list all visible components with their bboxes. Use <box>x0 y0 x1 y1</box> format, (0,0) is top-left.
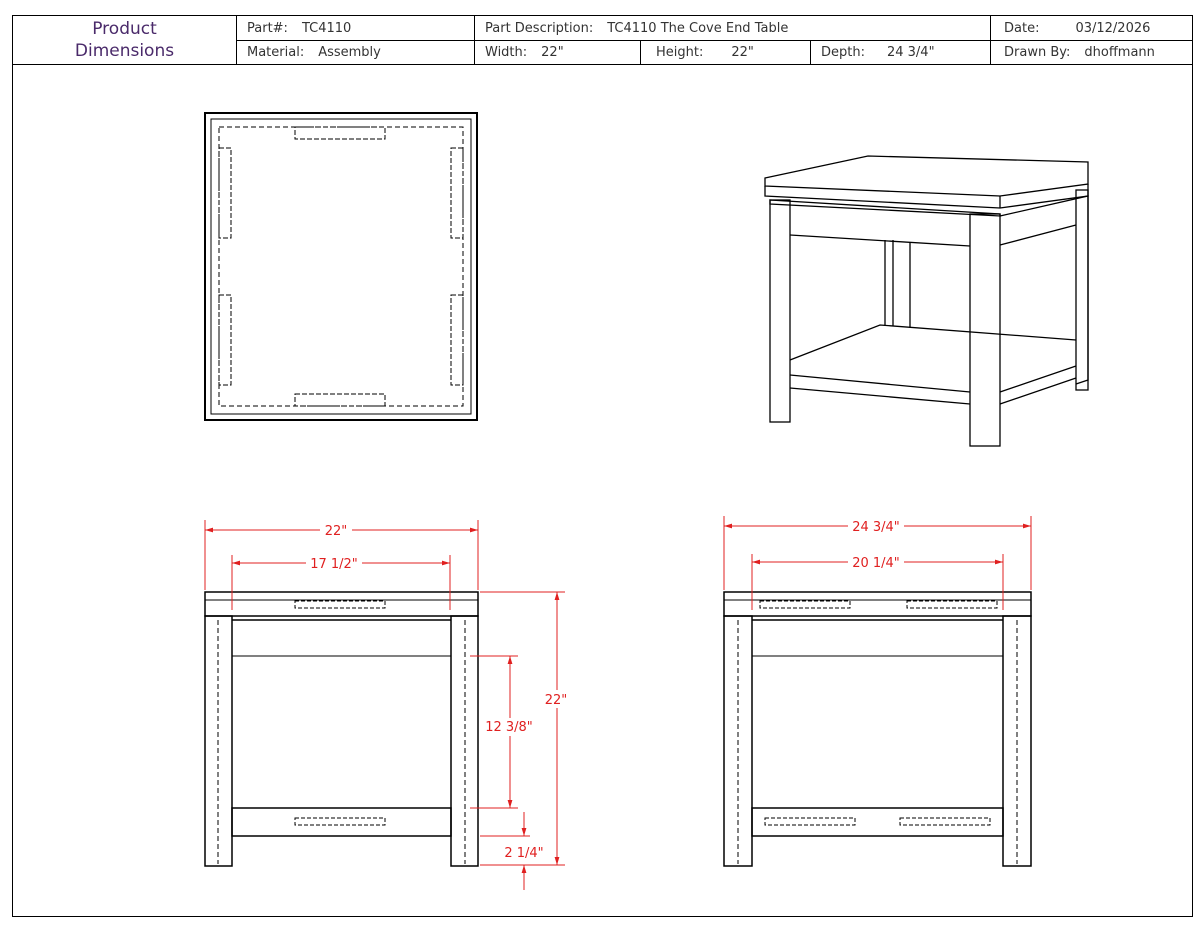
dim-front-overall-height: 22" <box>545 693 568 708</box>
dimension-labels: 22" 17 1/2" 22" 12 3/8" 2 1/4" 24 3/4" 2… <box>306 518 904 861</box>
depth-label: Depth: <box>821 45 865 60</box>
dimension-lines <box>204 516 1032 890</box>
dim-front-overall-width: 22" <box>325 524 348 539</box>
width-label: Width: <box>485 45 528 60</box>
drawn-by-cell: Drawn By: dhoffmann <box>990 40 1193 65</box>
material-value: Assembly <box>318 45 381 60</box>
description-value: TC4110 The Cove End Table <box>607 20 789 36</box>
drawn-by-label: Drawn By: <box>1004 45 1071 60</box>
title-line-2: Dimensions <box>74 41 175 61</box>
material-label: Material: <box>247 45 305 60</box>
isometric-view <box>764 155 1089 447</box>
width-value: 22" <box>541 45 564 60</box>
dim-front-leg-clearance: 2 1/4" <box>504 846 543 861</box>
depth-cell: Depth: 24 3/4" <box>810 40 991 65</box>
height-value: 22" <box>731 45 754 60</box>
dim-side-overall-depth: 24 3/4" <box>852 520 900 535</box>
front-view <box>204 591 479 867</box>
date-label: Date: <box>1004 20 1040 36</box>
depth-value: 24 3/4" <box>886 45 935 60</box>
part-value: TC4110 <box>301 20 352 36</box>
dim-front-inner-width: 17 1/2" <box>310 557 358 572</box>
description-label: Part Description: <box>485 20 594 36</box>
side-view <box>723 591 1032 867</box>
dim-front-opening-height: 12 3/8" <box>485 720 533 735</box>
width-cell: Width: 22" <box>474 40 641 65</box>
height-label: Height: <box>656 45 704 60</box>
date-value: 03/12/2026 <box>1075 20 1151 36</box>
top-view <box>204 112 478 421</box>
title-line-1: Product <box>92 19 157 39</box>
dim-side-inner-depth: 20 1/4" <box>852 556 900 571</box>
height-cell: Height: 22" <box>640 40 811 65</box>
drawn-by-value: dhoffmann <box>1084 45 1155 60</box>
part-label: Part#: <box>247 20 288 36</box>
